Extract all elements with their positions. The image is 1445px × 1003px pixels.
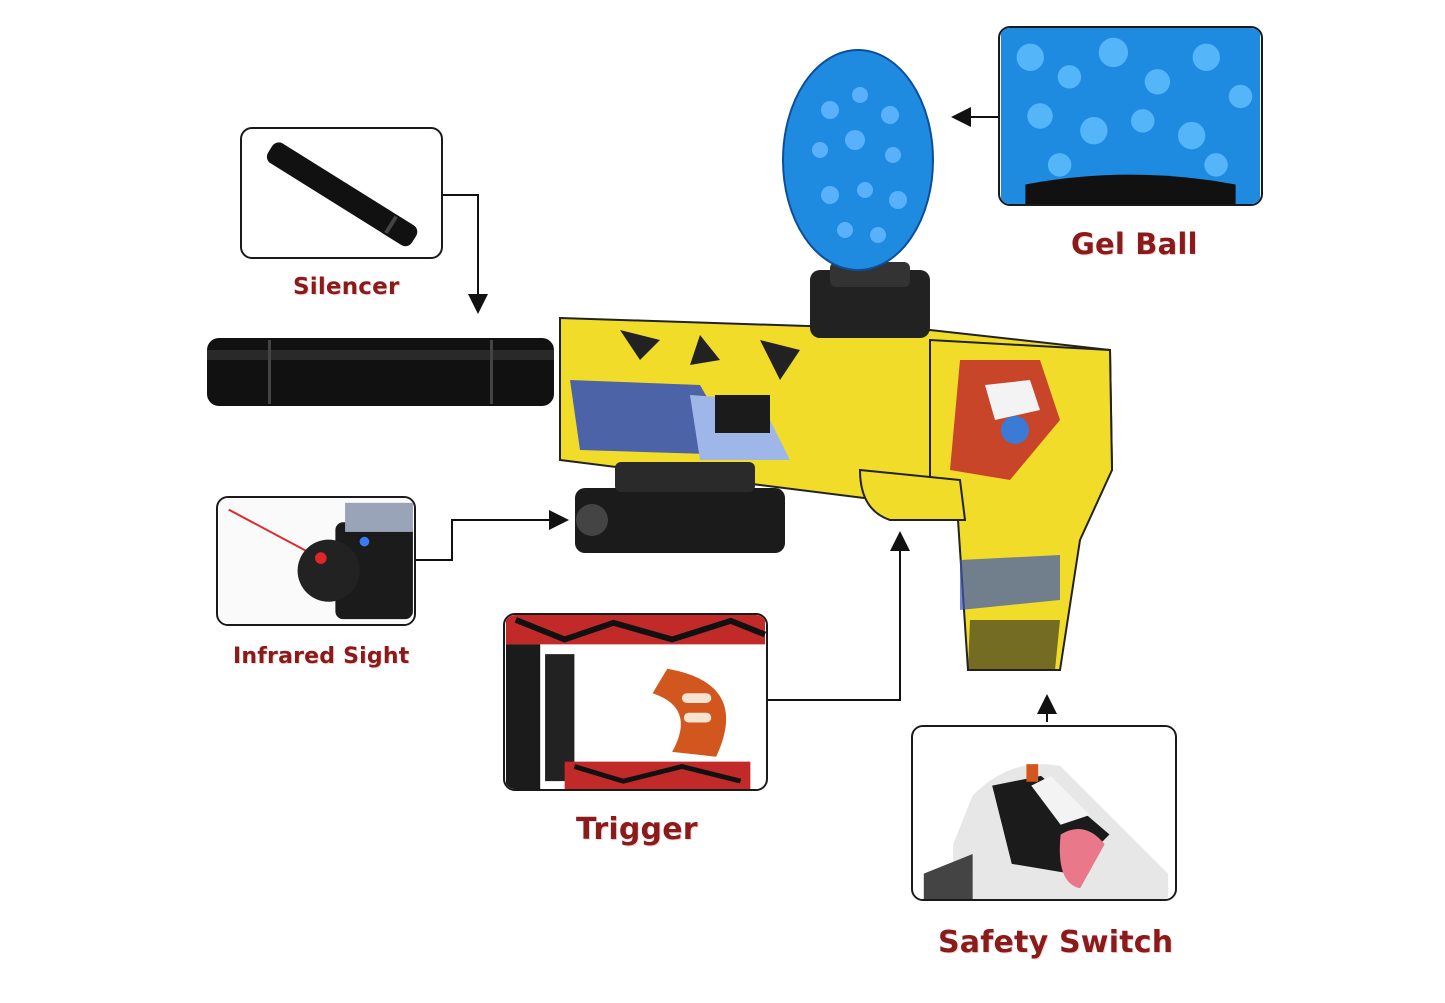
silencer-label: Silencer — [293, 274, 400, 300]
trigger-label: Trigger — [576, 812, 698, 847]
gel-ball-callout — [998, 26, 1263, 206]
silencer-arrow — [442, 194, 488, 314]
safety-switch-label: Safety Switch — [938, 925, 1174, 960]
infrared-sight-callout — [216, 496, 416, 626]
gel-ball-image — [1000, 28, 1261, 204]
safety-switch-callout — [911, 725, 1177, 901]
trigger-arrow — [768, 531, 910, 701]
trigger-image — [505, 615, 766, 789]
silencer-callout — [240, 127, 443, 259]
silencer-image — [266, 142, 418, 247]
gel-ball-label: Gel Ball — [1071, 227, 1198, 261]
trigger-callout — [503, 613, 768, 791]
infrared-sight-label: Infrared Sight — [233, 644, 410, 669]
infrared-sight-image — [219, 498, 413, 624]
infrared-sight-arrow — [415, 510, 569, 561]
safety-switch-image — [914, 727, 1174, 899]
